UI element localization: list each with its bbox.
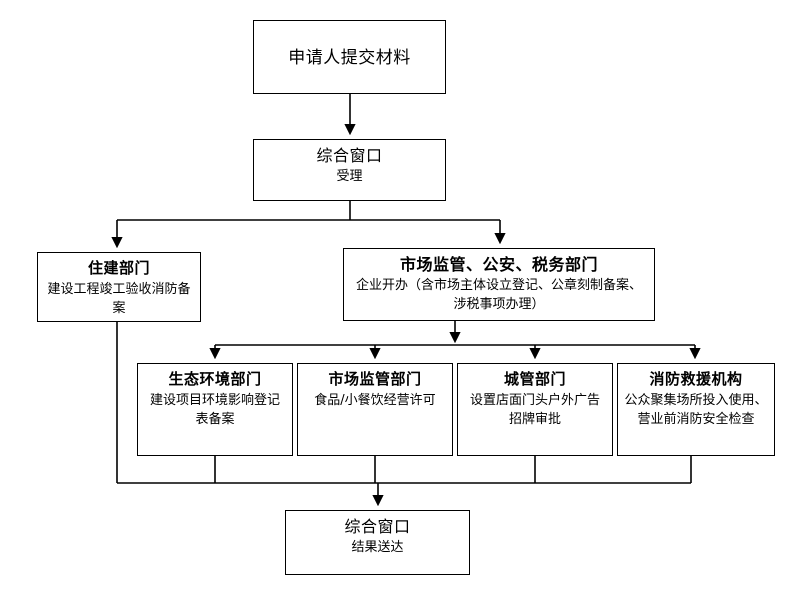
node-comprehensive-window-intake-body: 受理 [336, 169, 363, 184]
node-housing-department-body: 建设工程竣工验收消防备案 [47, 282, 191, 316]
node-comprehensive-window-intake: 综合窗口 受理 [253, 139, 446, 201]
node-market-public-tax-department-body: 企业开办（含市场主体设立登记、公章刻制备案、涉税事项办理） [355, 278, 642, 312]
node-comprehensive-window-delivery-body: 结果送达 [351, 540, 404, 555]
node-comprehensive-window-delivery-title: 综合窗口 [344, 519, 411, 536]
node-ecology-environment-department-title: 生态环境部门 [168, 372, 262, 388]
node-ecology-environment-department-body: 建设项目环境影响登记表备案 [149, 393, 280, 427]
node-market-public-tax-department: 市场监管、公安、税务部门 企业开办（含市场主体设立登记、公章刻制备案、涉税事项办… [343, 248, 655, 321]
node-applicant-submit-title: 申请人提交材料 [288, 47, 411, 67]
node-applicant-submit: 申请人提交材料 [253, 20, 446, 94]
node-comprehensive-window-intake-title: 综合窗口 [316, 148, 383, 165]
node-market-supervision-department-title: 市场监管部门 [328, 372, 422, 388]
node-urban-management-department-body: 设置店面门头户外广告招牌审批 [469, 393, 600, 427]
node-ecology-environment-department: 生态环境部门 建设项目环境影响登记表备案 [137, 363, 293, 456]
node-market-public-tax-department-title: 市场监管、公安、税务部门 [399, 257, 598, 274]
node-urban-management-department: 城管部门 设置店面门头户外广告招牌审批 [457, 363, 613, 456]
node-fire-rescue-agency: 消防救援机构 公众聚集场所投入使用、营业前消防安全检查 [617, 363, 775, 456]
node-housing-department-title: 住建部门 [87, 261, 150, 277]
node-fire-rescue-agency-title: 消防救援机构 [649, 372, 743, 388]
node-urban-management-department-title: 城管部门 [503, 372, 566, 388]
node-fire-rescue-agency-body: 公众聚集场所投入使用、营业前消防安全检查 [624, 393, 768, 427]
node-market-supervision-department-body: 食品/小餐饮经营许可 [314, 393, 436, 408]
node-comprehensive-window-delivery: 综合窗口 结果送达 [285, 510, 470, 575]
node-housing-department: 住建部门 建设工程竣工验收消防备案 [37, 252, 201, 322]
node-market-supervision-department: 市场监管部门 食品/小餐饮经营许可 [297, 363, 453, 456]
